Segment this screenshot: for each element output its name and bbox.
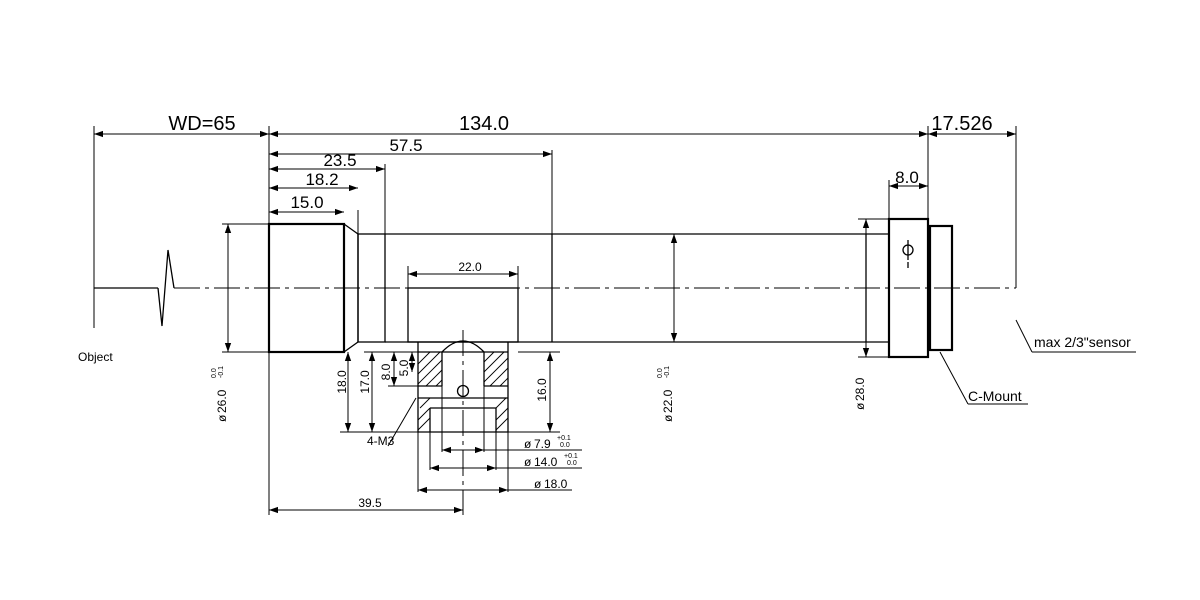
svg-text:ø: ø: [661, 414, 675, 422]
svg-text:ø: ø: [215, 414, 229, 422]
front-diameter-callout: ø 26.0 0.0 -0.1: [211, 366, 229, 422]
lens-body: [267, 217, 954, 359]
screws-label: 4-M3: [367, 434, 395, 448]
total-length-label: 134.0: [459, 113, 509, 135]
length-15-0-label: 15.0: [290, 193, 323, 212]
height-17-label: 17.0: [358, 370, 372, 394]
length-18-2-label: 18.2: [305, 170, 338, 189]
hole-7-9-tol-upper: +0.1: [557, 435, 571, 442]
svg-text:ø: ø: [524, 455, 532, 469]
front-tol-lower: -0.1: [218, 366, 225, 378]
height-18-label: 18.0: [335, 370, 349, 394]
dimension-lines: [94, 130, 1016, 514]
object-label: Object: [78, 350, 113, 364]
back-focus-label: 17.526: [931, 113, 992, 135]
c-mount-label: C-Mount: [968, 388, 1022, 404]
hole-14-value: 14.0: [534, 455, 558, 469]
hole-14-tol-lower: 0.0: [567, 460, 577, 467]
tube-tol-lower: -0.1: [664, 366, 671, 378]
length-57-5-label: 57.5: [389, 136, 422, 155]
front-tol-upper: 0.0: [211, 368, 218, 378]
tube-diameter-callout: ø 22.0 0.0 -0.1: [657, 366, 675, 422]
hole-18-value: 18.0: [544, 477, 568, 491]
tube-tol-upper: 0.0: [657, 368, 664, 378]
tube-diameter-value: 22.0: [661, 389, 675, 413]
optical-axis: [94, 249, 1016, 327]
section-hatching: [417, 351, 509, 431]
hole-14-callout: ø 14.0 +0.1 0.0: [524, 453, 578, 469]
c-mount-thread: [928, 224, 954, 352]
mount-screw-symbol: [902, 240, 914, 268]
collar: [357, 233, 386, 343]
hole-7-9-callout: ø 7.9 +0.1 0.0: [524, 435, 571, 451]
svg-text:ø: ø: [853, 402, 867, 410]
hole-7-9-value: 7.9: [534, 437, 551, 451]
dimension-labels: WD=65 134.0 17.526 57.5 23.5 18.2 15.0 8…: [78, 113, 1131, 510]
clamp-offset-label: 39.5: [358, 496, 382, 510]
hole-18-callout: ø 18.0: [534, 477, 568, 491]
extension-lines: [93, 126, 1136, 515]
length-23-5-label: 23.5: [323, 151, 356, 170]
svg-text:ø: ø: [524, 437, 532, 451]
hole-14-tol-upper: +0.1: [564, 453, 578, 460]
wd-label: WD=65: [168, 113, 235, 135]
mount-ring: [887, 217, 930, 359]
height-8-label: 8.0: [379, 363, 393, 380]
height-16-label: 16.0: [535, 378, 549, 402]
hole-7-9-tol-lower: 0.0: [560, 442, 570, 449]
sensor-label: max 2/3"sensor: [1034, 334, 1131, 350]
svg-text:ø: ø: [534, 477, 542, 491]
clamp-width-label: 22.0: [458, 260, 482, 274]
mount-diameter-callout: ø 28.0: [853, 377, 867, 410]
mount-width-label: 8.0: [895, 168, 919, 187]
mount-diameter-value: 28.0: [853, 377, 867, 401]
clamp-block: [407, 287, 519, 515]
front-diameter-value: 26.0: [215, 389, 229, 413]
height-5-label: 5.0: [397, 359, 411, 376]
